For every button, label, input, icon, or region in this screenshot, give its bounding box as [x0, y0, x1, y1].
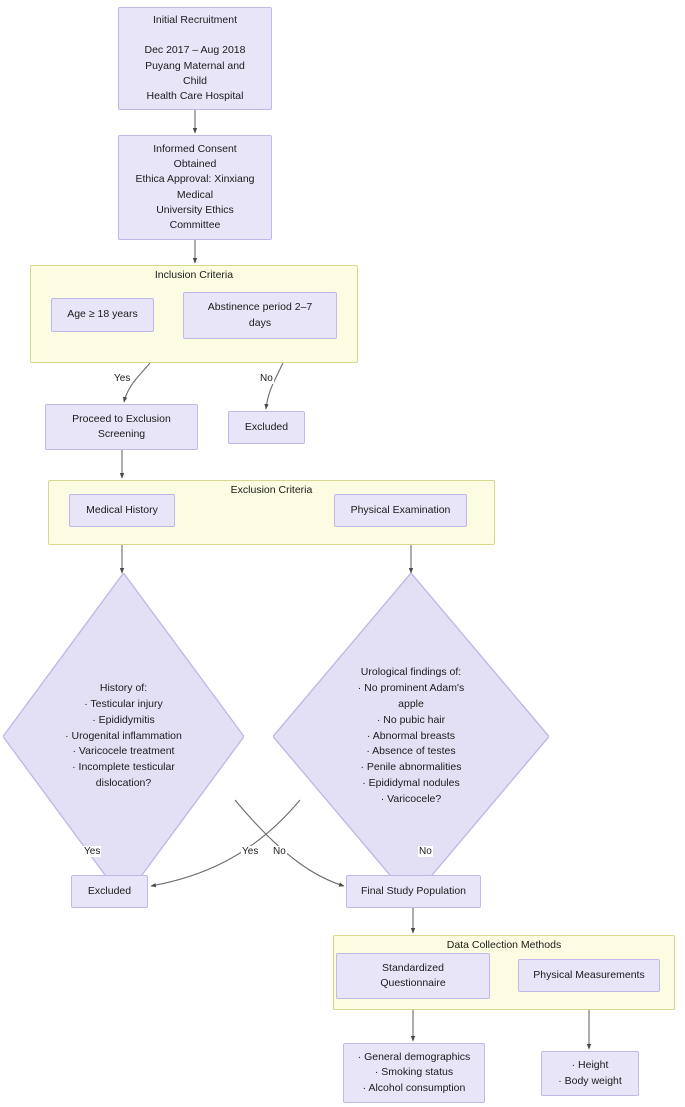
node-informed-consent[interactable]: Informed Consent Obtained Ethica Approva… [118, 135, 272, 240]
decision-history-of[interactable]: History of: · Testicular injury · Epidid… [3, 573, 244, 900]
edge-label-urological-no: No [418, 846, 433, 857]
group-label-inclusion-criteria: Inclusion Criteria [154, 269, 234, 281]
group-label-data-collection-methods: Data Collection Methods [446, 939, 562, 951]
edge-label-inclusion-yes: Yes [113, 373, 132, 384]
node-initial-recruitment[interactable]: Initial Recruitment Dec 2017 – Aug 2018 … [118, 7, 272, 110]
node-abstinence-criterion[interactable]: Abstinence period 2–7 days [183, 292, 337, 339]
edge-label-urological-yes: Yes [241, 846, 260, 857]
node-proceed-to-exclusion-screening[interactable]: Proceed to Exclusion Screening [45, 404, 198, 450]
node-standardized-questionnaire[interactable]: Standardized Questionnaire [336, 953, 490, 999]
node-excluded-inclusion[interactable]: Excluded [228, 411, 305, 444]
node-final-study-population[interactable]: Final Study Population [346, 875, 481, 908]
edge-label-history-yes: Yes [83, 846, 102, 857]
diamond-shape-history [3, 573, 244, 900]
node-age-criterion[interactable]: Age ≥ 18 years [51, 298, 154, 332]
node-measurement-outputs[interactable]: · Height · Body weight [541, 1051, 639, 1096]
group-label-exclusion-criteria: Exclusion Criteria [230, 484, 313, 496]
decision-urological-label: Urological findings of: · No prominent A… [357, 665, 465, 806]
edge-label-inclusion-no: No [259, 373, 274, 384]
edge-label-history-no: No [272, 846, 287, 857]
node-medical-history[interactable]: Medical History [69, 494, 175, 527]
node-questionnaire-outputs[interactable]: · General demographics · Smoking status … [343, 1043, 485, 1103]
node-physical-measurements[interactable]: Physical Measurements [518, 959, 660, 992]
node-excluded-final[interactable]: Excluded [71, 875, 148, 908]
diamond-shape-urological [273, 573, 549, 900]
node-physical-examination[interactable]: Physical Examination [334, 494, 467, 527]
decision-history-label: History of: · Testicular injury · Epidid… [65, 681, 182, 790]
decision-urological-findings[interactable]: Urological findings of: · No prominent A… [273, 573, 549, 900]
